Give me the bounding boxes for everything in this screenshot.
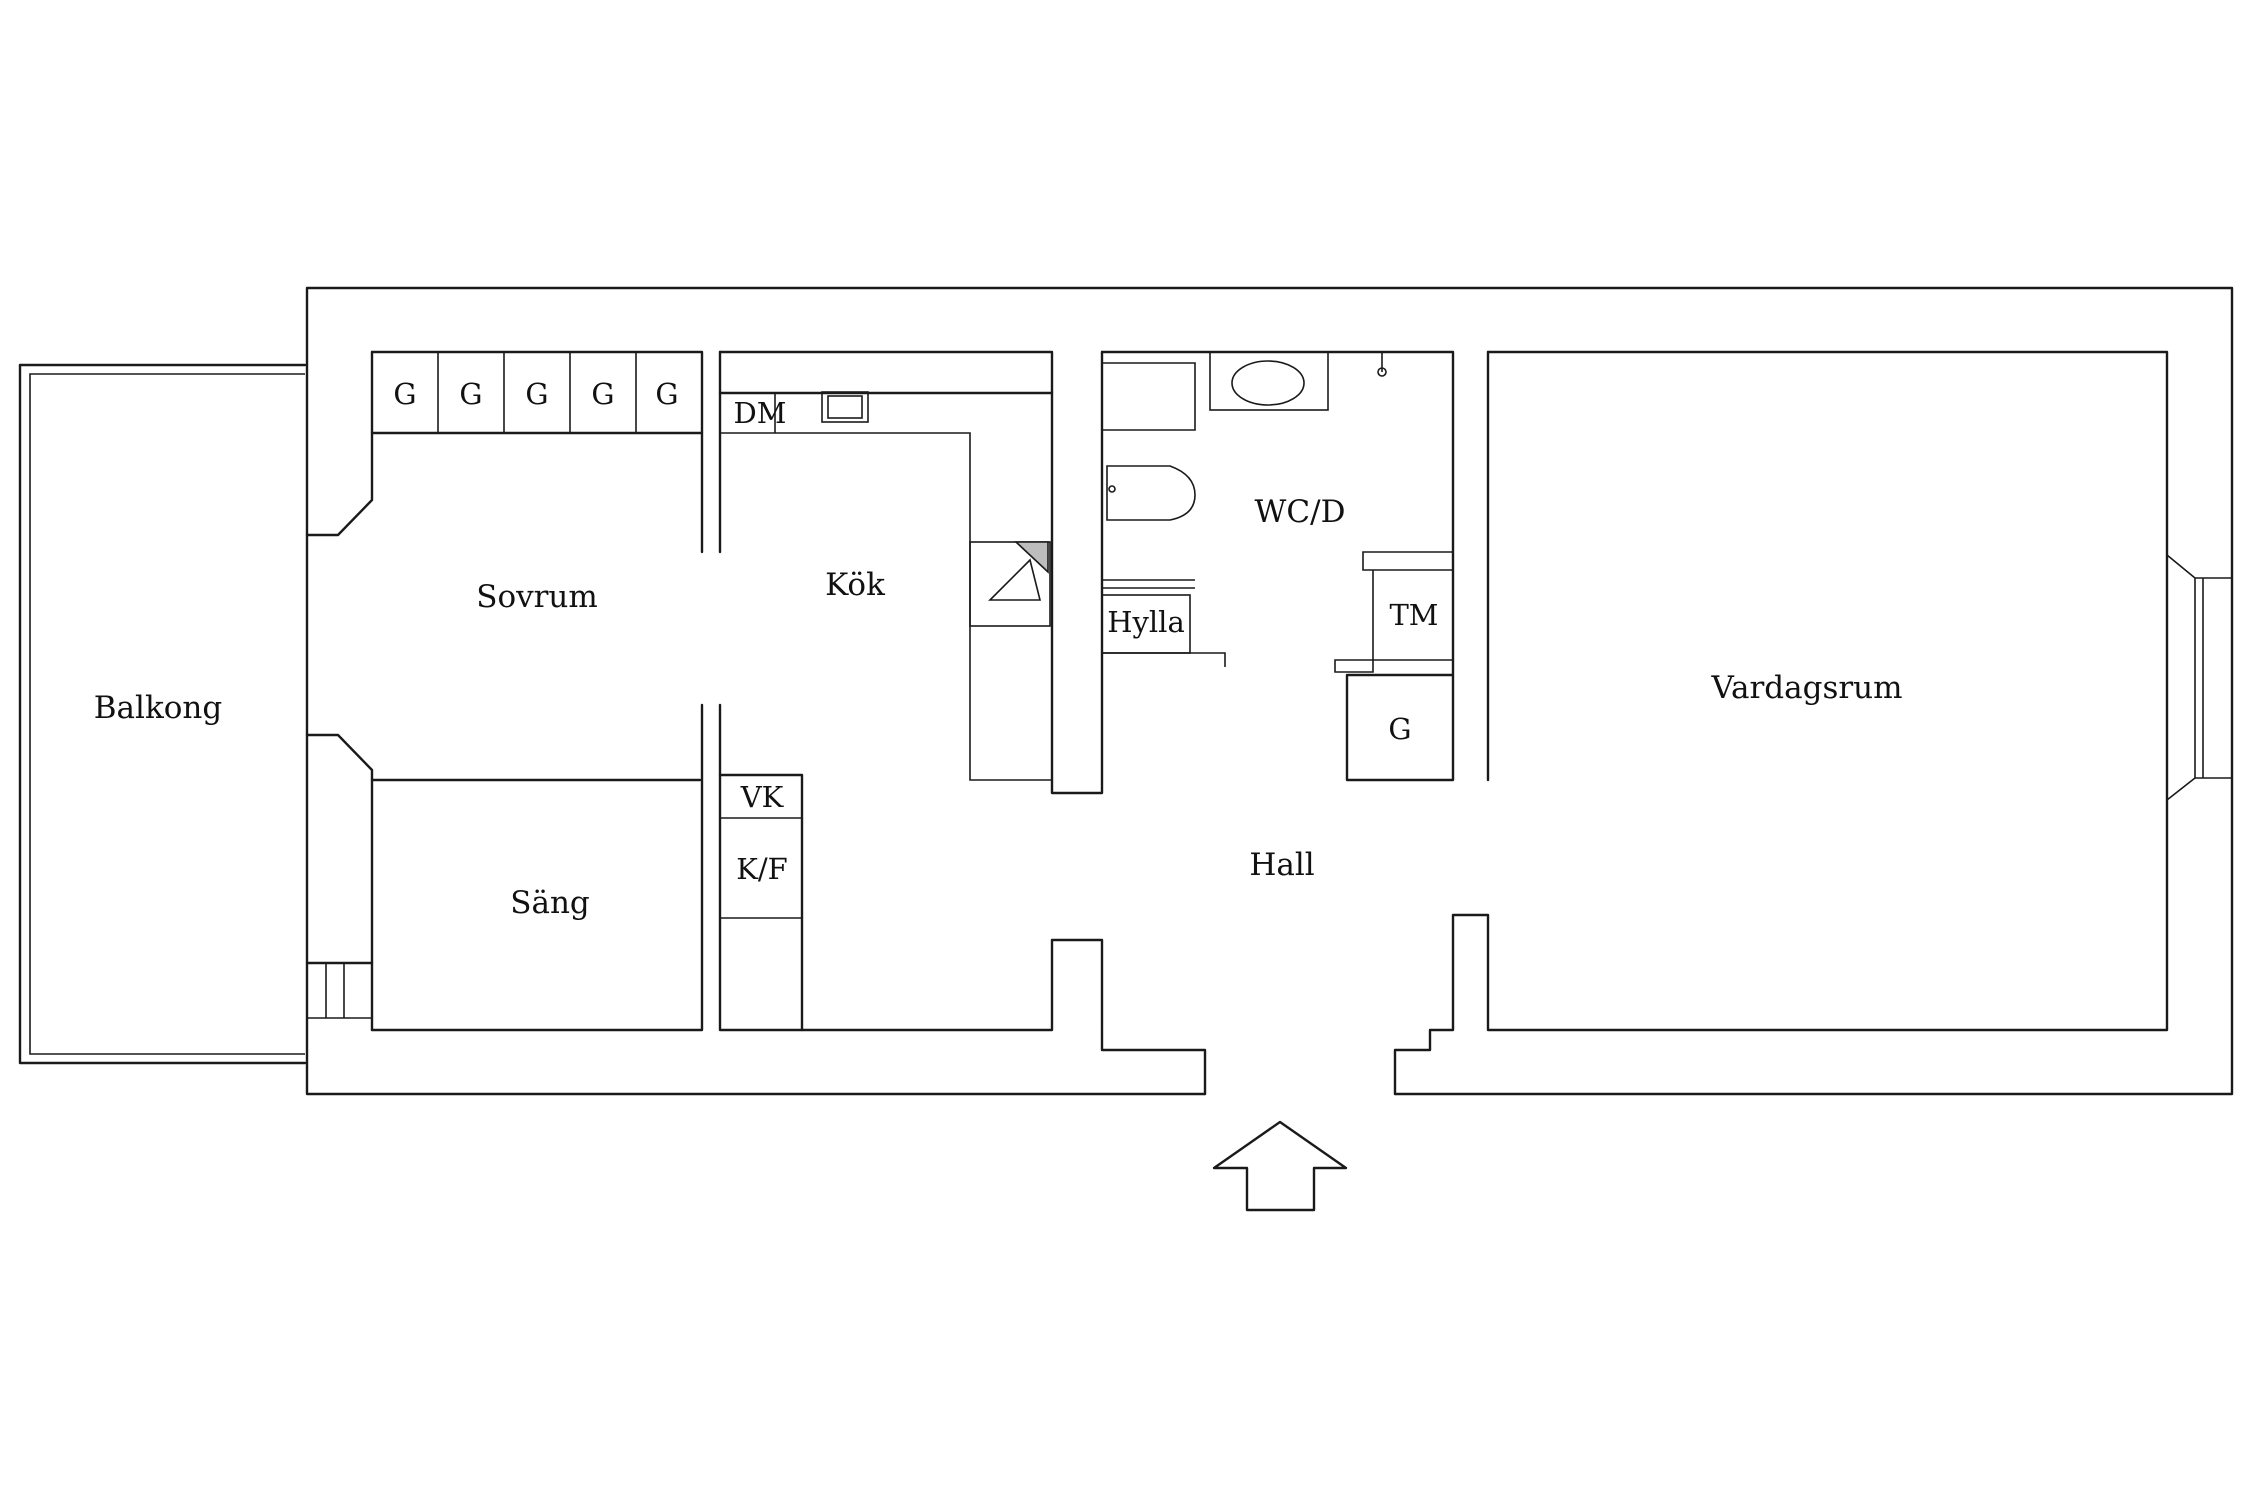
wardrobe-label: G [459, 377, 482, 411]
room-label-sovrum: Sovrum [476, 579, 598, 615]
room-label-balkong: Balkong [94, 690, 222, 726]
wardrobe-label: G [525, 377, 548, 411]
wc-wardrobe-label: G [1388, 712, 1411, 746]
bed-area [370, 703, 704, 1032]
room-label-hall: Hall [1249, 847, 1314, 883]
room-label-kok: Kök [825, 567, 885, 603]
wardrobe-label: G [393, 377, 416, 411]
living-room [1393, 350, 2232, 1096]
outer-walls [305, 286, 2234, 1096]
washer-label: TM [1389, 598, 1438, 632]
fridge-freezer-label: K/F [736, 852, 788, 886]
kitchen-counter-bottom [718, 703, 1207, 1096]
wc-block [1100, 350, 1455, 782]
balcony [18, 363, 307, 1065]
room-label-vardagsrum: Vardagsrum [1710, 670, 1902, 706]
wardrobe-block [370, 350, 704, 554]
wardrobe-label: G [591, 377, 614, 411]
room-label-wc: WC/D [1255, 494, 1346, 530]
shelf-label: Hylla [1107, 605, 1185, 639]
wardrobe-label: G [655, 377, 678, 411]
entrance-arrow-icon [1212, 1120, 1348, 1212]
bedroom-west-wall [305, 350, 374, 1032]
room-label-sang: Säng [510, 885, 590, 921]
dishwasher-label: DM [734, 396, 787, 430]
kitchen-counter-top [718, 350, 1104, 795]
freezer-label: VK [740, 780, 785, 814]
